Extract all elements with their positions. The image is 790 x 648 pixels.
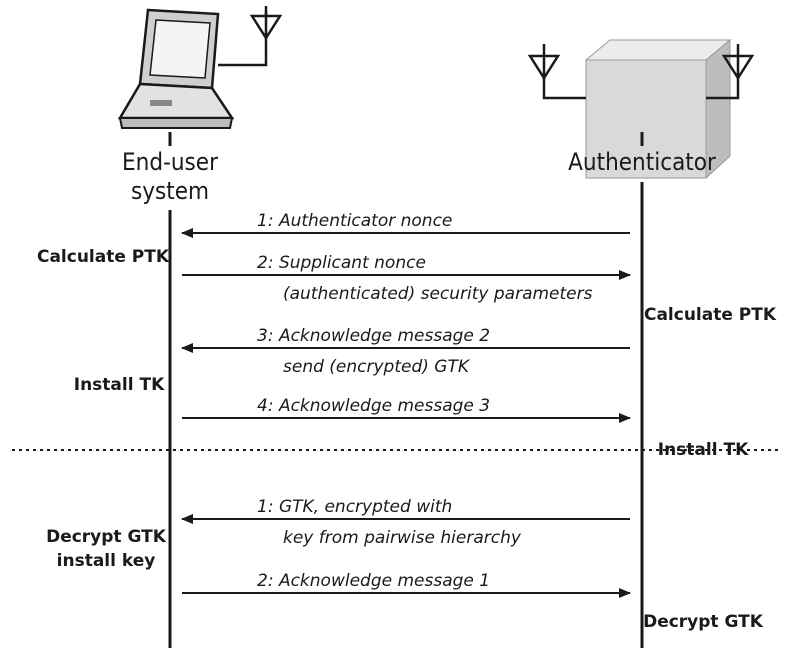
message-label: 2: Supplicant nonce <box>257 253 426 273</box>
end-user-action-label: Calculate PTK <box>37 247 170 267</box>
antenna-icon <box>721 44 755 81</box>
message-label: 1: GTK, encrypted with <box>257 497 452 517</box>
message-label: 4: Acknowledge message 3 <box>257 396 490 416</box>
antenna-icon <box>249 6 283 41</box>
laptop-touchpad <box>150 100 172 106</box>
messages-layer: 1: Authenticator nonce 2: Supplicant nonc… <box>181 211 631 598</box>
participant-end-user-line1: End-user <box>122 148 218 176</box>
participant-end-user-line2: system <box>131 177 209 205</box>
authenticator-device-icon <box>542 38 740 180</box>
message-label: send (encrypted) GTK <box>283 357 471 377</box>
end-user-action-label: Install TK <box>74 375 165 395</box>
end-user-action-label: install key <box>57 551 156 571</box>
authenticator-action-label: Calculate PTK <box>644 305 777 325</box>
message-5: 1: GTK, encrypted with key from pairwise … <box>181 497 630 548</box>
laptop-icon <box>117 8 268 129</box>
message-label: 1: Authenticator nonce <box>257 211 452 231</box>
authenticator-action-label: Decrypt GTK <box>643 612 764 632</box>
antenna-icon <box>527 44 561 81</box>
message-label: 2: Acknowledge message 1 <box>257 571 490 591</box>
actions-layer: Calculate PTK Install TK Decrypt GTK instal… <box>37 247 777 632</box>
participant-authenticator: Authenticator <box>568 148 716 176</box>
message-2: 2: Supplicant nonce (authenticated) secur… <box>182 253 631 304</box>
authenticator-action-label: Install TK <box>658 440 749 460</box>
message-6: 2: Acknowledge message 1 <box>182 571 631 598</box>
end-user-action-label: Decrypt GTK <box>46 527 167 547</box>
message-label: key from pairwise hierarchy <box>283 528 522 548</box>
message-label: 3: Acknowledge message 2 <box>257 326 490 346</box>
message-3: 3: Acknowledge message 2 send (encrypted)… <box>181 326 630 377</box>
message-1: 1: Authenticator nonce <box>181 211 630 238</box>
message-4: 4: Acknowledge message 3 <box>182 396 631 423</box>
message-label: (authenticated) security parameters <box>283 284 593 304</box>
